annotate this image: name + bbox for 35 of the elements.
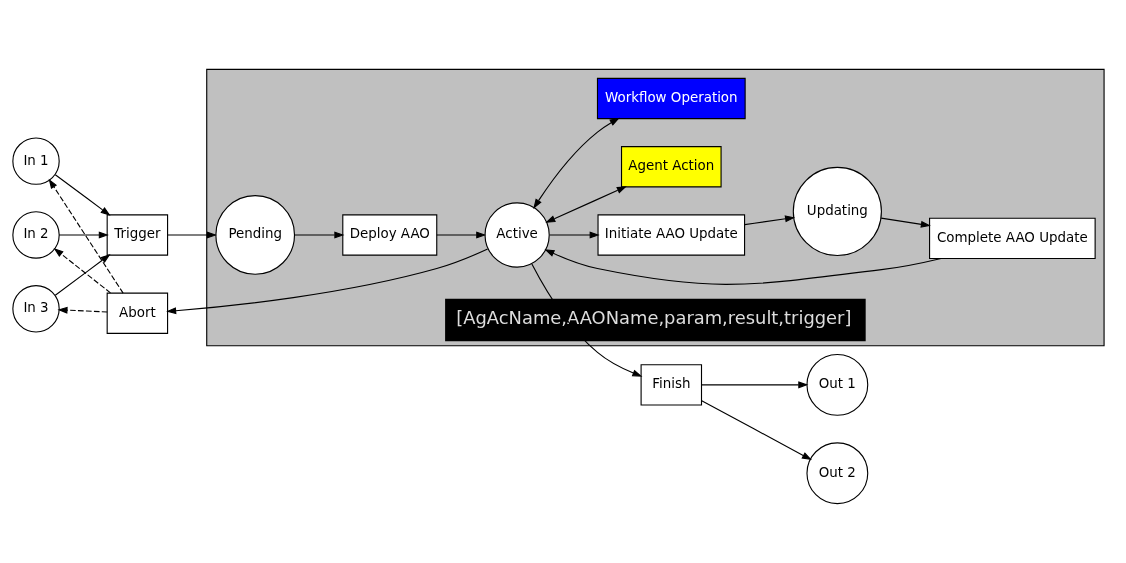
arrow — [54, 253, 111, 296]
arrow — [701, 399, 812, 460]
node-circle: Out 1 — [806, 353, 869, 416]
arrow — [53, 247, 112, 293]
node-circle: Out 2 — [806, 441, 869, 504]
node-box: Agent Action — [620, 145, 722, 187]
node-circle: Pending — [215, 194, 296, 275]
node-box: Abort — [106, 292, 169, 334]
arrow — [549, 230, 600, 238]
arrow — [744, 214, 796, 225]
node-circle: Active — [484, 201, 550, 268]
node-box: Initiate AAO Update — [597, 213, 746, 256]
node-box: Deploy AAO — [342, 213, 438, 256]
arrow — [166, 248, 489, 314]
arrow — [531, 262, 643, 377]
node-box: Finish — [640, 363, 703, 406]
arrow — [48, 178, 124, 294]
arrow — [545, 185, 627, 223]
node-box: Workflow Operation — [596, 77, 746, 119]
arrow — [880, 217, 931, 228]
arrow — [58, 230, 109, 238]
node-circle: In 3 — [12, 284, 60, 333]
node-circle: Updating — [792, 166, 882, 256]
arrow — [436, 230, 487, 238]
arrow — [701, 380, 809, 388]
node-box: Complete AAO Update — [929, 217, 1096, 259]
arrow — [167, 230, 217, 238]
node-circle: In 1 — [12, 136, 60, 185]
arrow — [54, 173, 111, 216]
arrow — [294, 230, 345, 238]
node-circle: In 2 — [12, 210, 60, 259]
arrow — [57, 306, 108, 314]
arrow — [533, 117, 620, 209]
node-box: Trigger — [106, 213, 169, 256]
arrow — [544, 248, 942, 285]
